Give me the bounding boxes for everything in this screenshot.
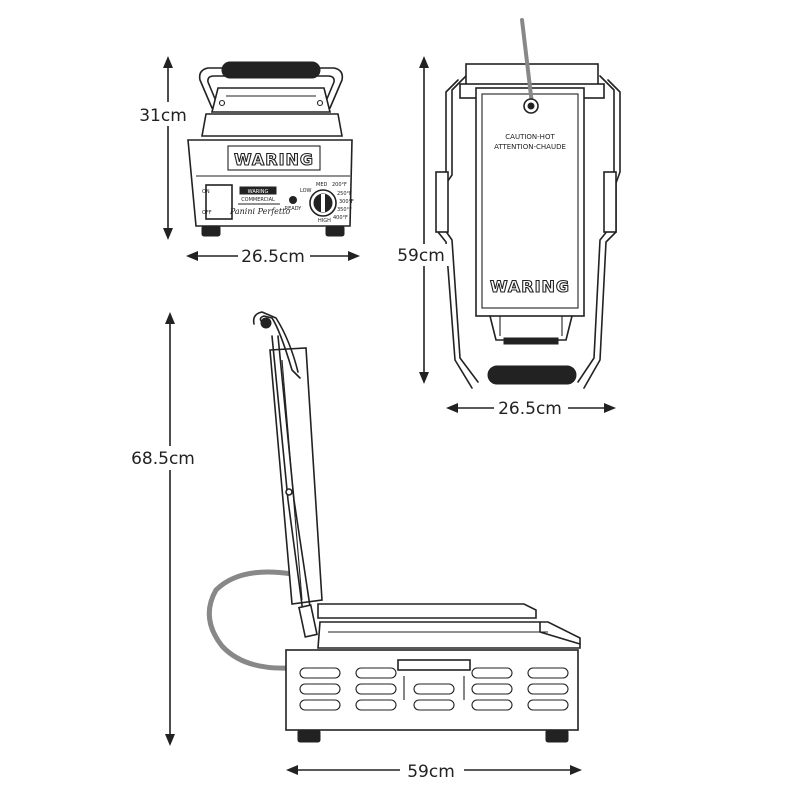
badge-line1: WARING [248,189,269,195]
model-script: Panini Perfetto [229,207,290,216]
dial-label-4: 250°F [337,191,352,197]
dial-label-7: 400°F [333,215,348,221]
switch-off-label: OFF [202,210,212,216]
side-height-dimension: 68.5cm [131,449,195,469]
dial-label-1: MED [316,182,327,188]
badge-line2: COMMERCIAL [241,197,275,203]
top-brand-logo: WARING [490,277,570,296]
top-width-dimension: 26.5cm [498,399,562,419]
caution-line1: CAUTION-HOT [505,133,555,141]
front-foot-left [201,225,221,237]
front-foot-right [325,225,345,237]
dial-label-6: 350°F [337,207,352,213]
caution-line2: ATTENTION-CHAUDE [494,143,566,151]
handle-grip [221,61,321,79]
dial-label-2: HIGH [318,218,331,224]
side-foot-left [297,729,321,743]
side-vents [299,667,569,711]
switch-on-label: ON [202,189,210,195]
dial-label-0: LOW [300,188,312,194]
top-view: CAUTION-HOT ATTENTION-CHAUDE WARING 59cm… [394,18,621,419]
front-height-dimension: 31cm [139,106,187,126]
ready-label: READY [285,206,303,212]
top-lid [475,87,585,317]
top-depth-dimension: 59cm [397,246,445,266]
front-brand-logo: WARING [234,150,314,169]
dial-label-5: 300°F [339,199,354,205]
front-view: WARING ON OFF WARING COMMERCIAL Panini P… [134,56,360,267]
side-view: 68.5cm 59cm [126,311,582,782]
side-foot-right [545,729,569,743]
top-front-grip [487,365,577,385]
dial-label-3: 200°F [332,182,347,188]
front-width-dimension: 26.5cm [241,247,305,267]
side-depth-dimension: 59cm [407,762,455,782]
